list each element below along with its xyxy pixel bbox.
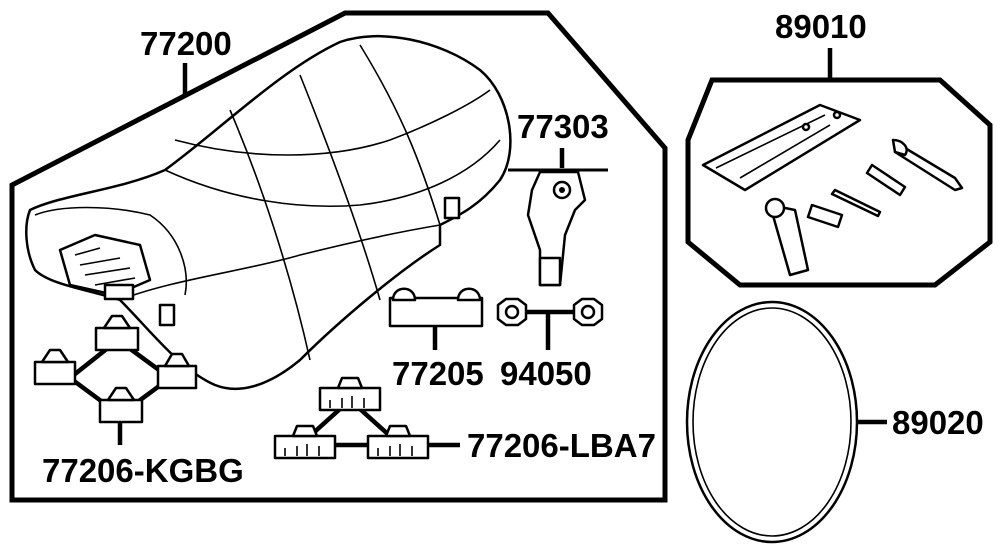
tool-kit-illustration [701, 103, 964, 277]
part-label-77303: 77303 [517, 108, 609, 145]
band-inner-edge [692, 307, 852, 537]
part-label-77200: 77200 [140, 25, 232, 62]
nut-set-illustration [496, 297, 604, 327]
tool-kit-frame [685, 77, 993, 288]
part-label-77205: 77205 [392, 355, 484, 392]
part-label-94050: 94050 [500, 355, 592, 392]
part-label-89010: 89010 [775, 8, 867, 45]
cushion-set-a-illustration [33, 314, 198, 424]
seat-cushion-illustration [388, 287, 484, 328]
band-illustration [685, 300, 859, 544]
cushion-set-b-illustration [273, 376, 430, 460]
seat-group-frame [9, 10, 668, 503]
part-label-89020: 89020 [892, 404, 984, 441]
seat-illustration [25, 34, 512, 390]
part-label-77206-lba7: 77206-LBA7 [467, 427, 656, 464]
seat-stay-illustration [508, 168, 608, 287]
part-label-77206-kgbg: 77206-KGBG [42, 452, 244, 489]
